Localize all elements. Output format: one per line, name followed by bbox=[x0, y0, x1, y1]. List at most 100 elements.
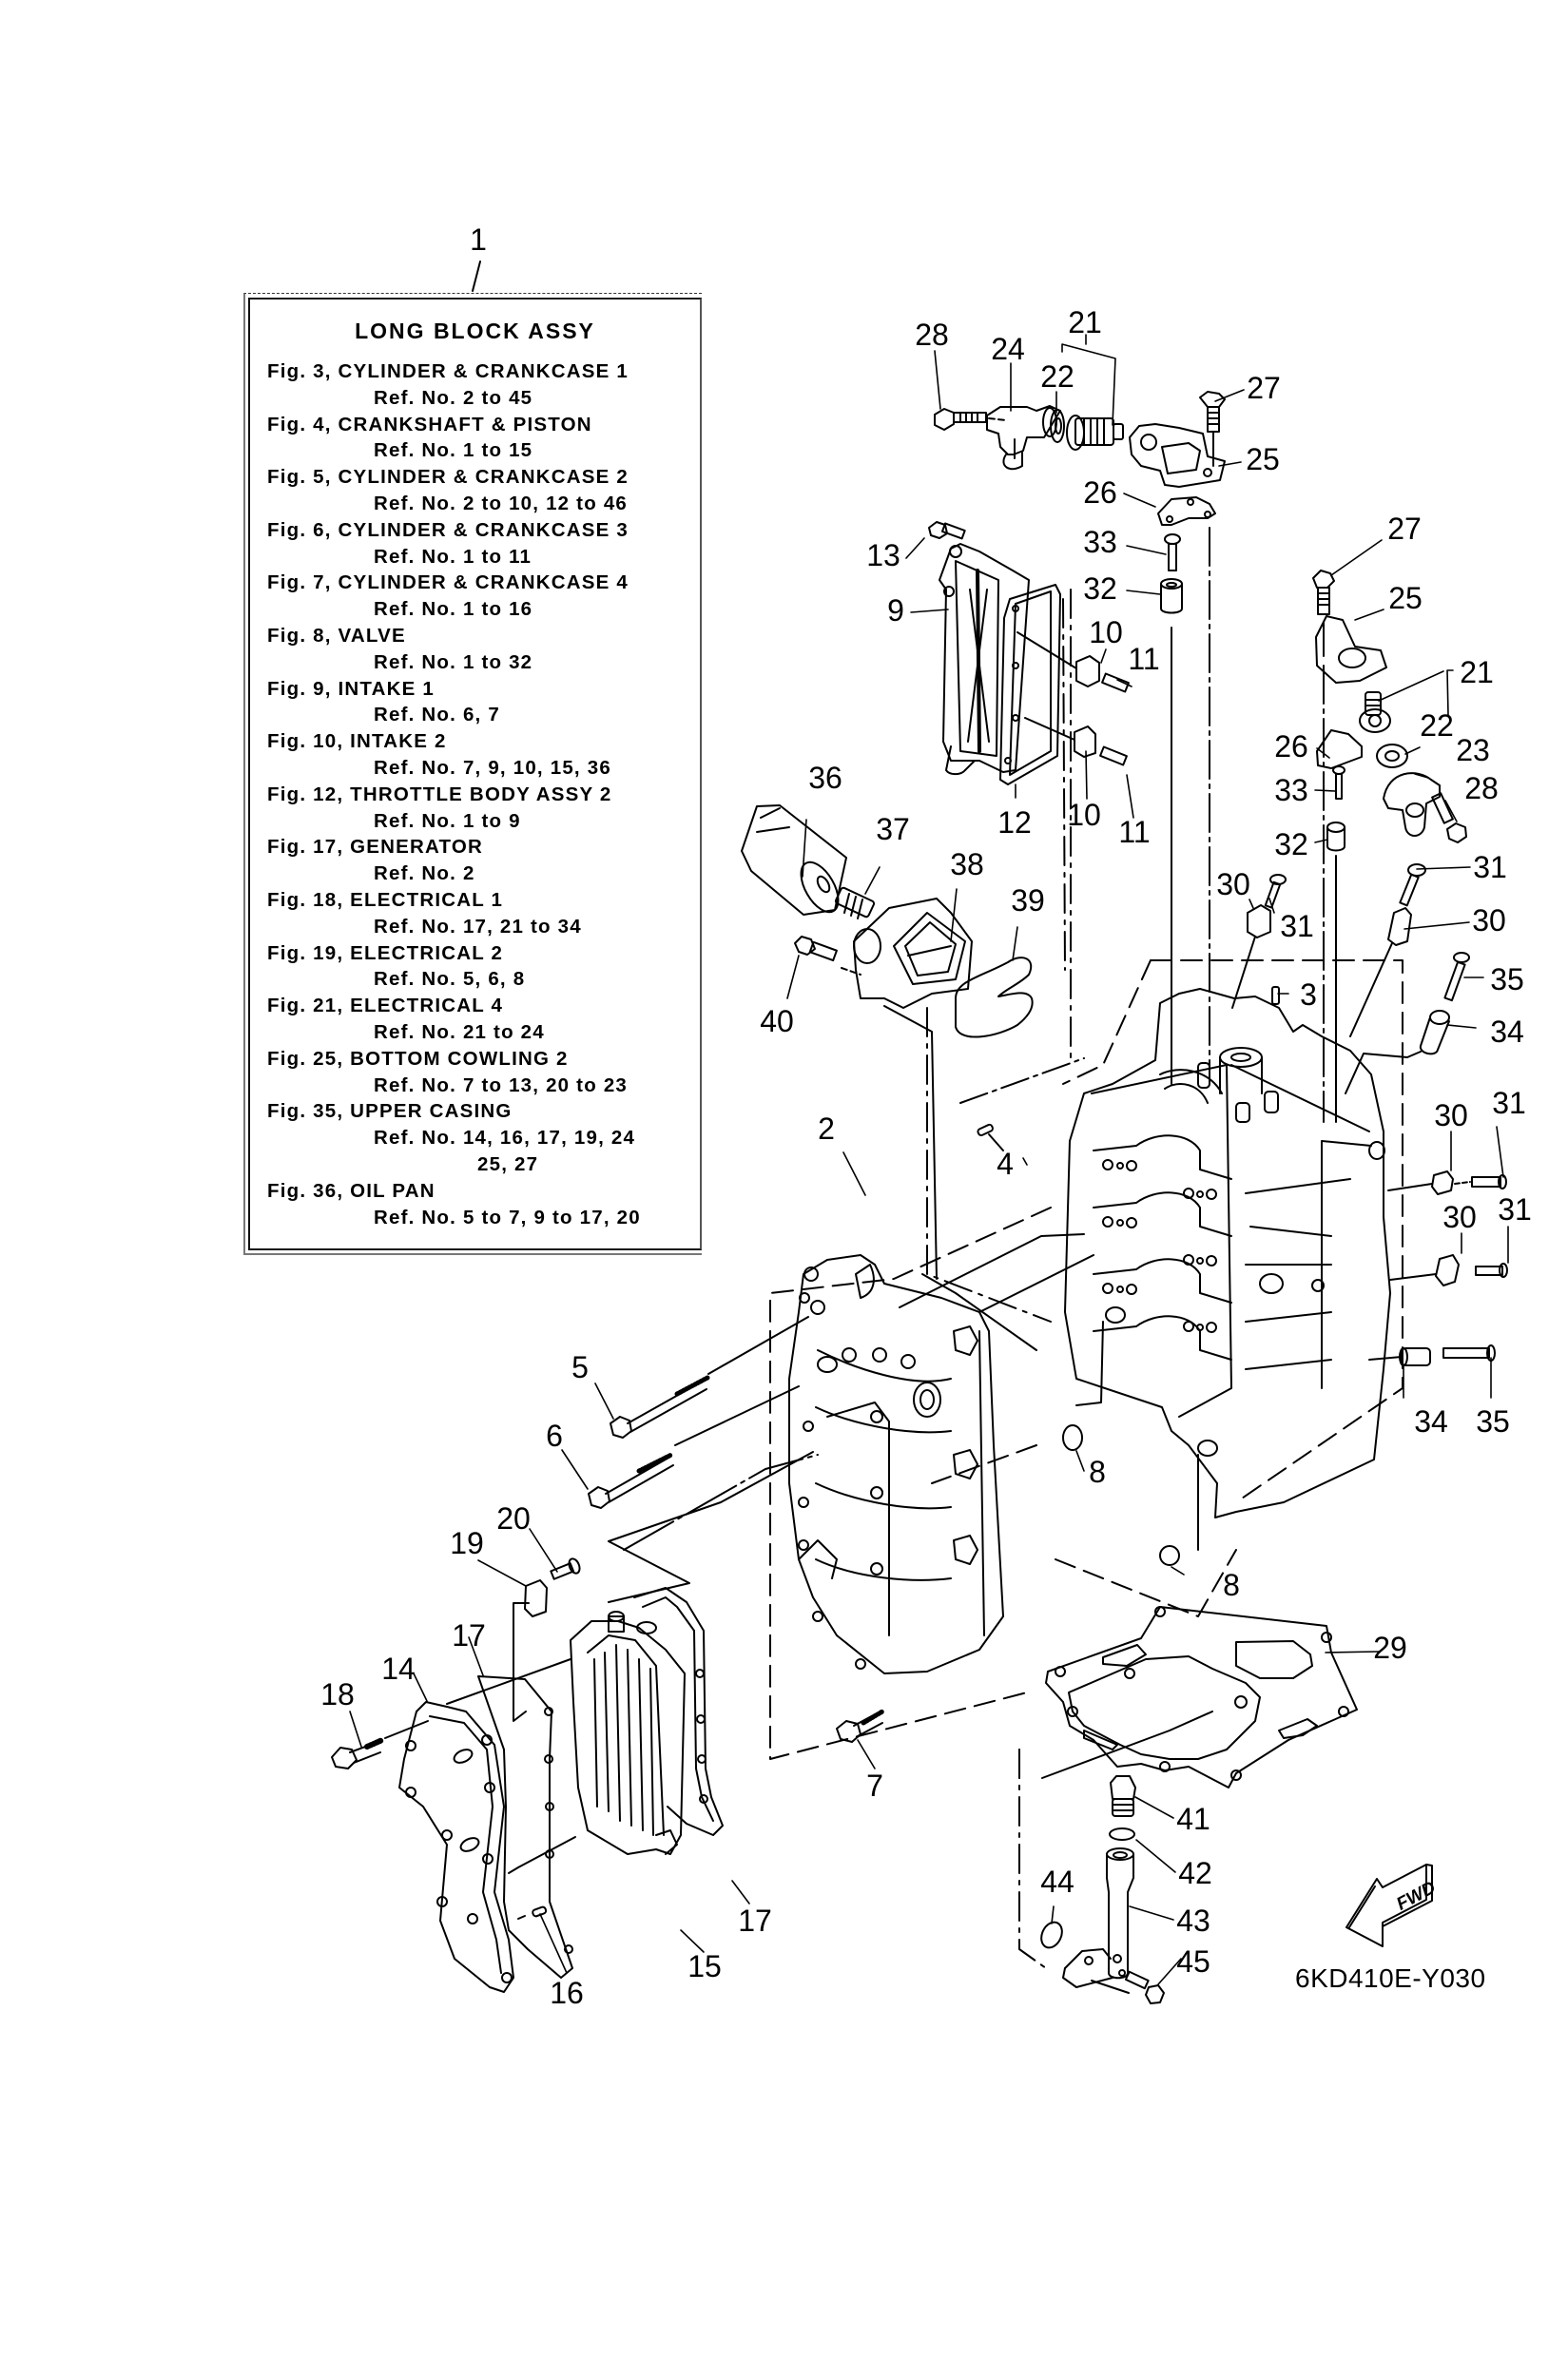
figure-ref-numbers: Ref. No. 2 bbox=[374, 862, 475, 885]
callout-21: 21 bbox=[1068, 305, 1102, 339]
seal-22-right bbox=[1376, 744, 1408, 768]
callout-34: 34 bbox=[1414, 1404, 1448, 1439]
callout-34: 34 bbox=[1490, 1015, 1524, 1049]
fwd-arrow-icon: FWD bbox=[1345, 1864, 1440, 1947]
callout-35: 35 bbox=[1490, 962, 1524, 996]
bolt-7 bbox=[836, 1709, 885, 1743]
callout-2: 2 bbox=[818, 1112, 835, 1146]
callout-30: 30 bbox=[1472, 903, 1506, 938]
screw-35-a bbox=[1443, 952, 1470, 1002]
gasket-26-top bbox=[1157, 496, 1216, 526]
figure-entry: Fig. 9, INTAKE 1 bbox=[267, 677, 436, 700]
bolt-40 bbox=[794, 936, 838, 962]
callout-45: 45 bbox=[1176, 1944, 1210, 1979]
screw-31-d bbox=[1475, 1263, 1508, 1278]
oil-pan-gasket-29 bbox=[1045, 1606, 1358, 1789]
gasket-39 bbox=[955, 957, 1034, 1038]
gasket-12 bbox=[999, 584, 1061, 785]
intake-guide bbox=[1062, 598, 1066, 971]
callout-44: 44 bbox=[1040, 1865, 1074, 1899]
figure-ref-numbers: 25, 27 bbox=[477, 1152, 539, 1175]
callout-27: 27 bbox=[1247, 371, 1281, 405]
callout-31: 31 bbox=[1498, 1192, 1532, 1227]
bolt-45 bbox=[1124, 1970, 1165, 2004]
clamp-19 bbox=[513, 1579, 548, 1722]
callout-43: 43 bbox=[1176, 1904, 1210, 1938]
callout-30: 30 bbox=[1442, 1200, 1477, 1234]
figure-entry: Fig. 19, ELECTRICAL 2 bbox=[267, 941, 504, 964]
collar-34-b bbox=[1399, 1347, 1431, 1366]
callout-37: 37 bbox=[876, 812, 910, 846]
clip-30-b bbox=[1387, 907, 1412, 946]
callout-31: 31 bbox=[1280, 909, 1314, 943]
o-ring-44 bbox=[1040, 1921, 1063, 1949]
figure-ref-numbers: Ref. No. 17, 21 to 34 bbox=[374, 915, 582, 938]
figure-entry: Fig. 5, CYLINDER & CRANKCASE 2 bbox=[267, 466, 629, 489]
callout-31: 31 bbox=[1473, 850, 1507, 884]
callout-28: 28 bbox=[915, 318, 949, 352]
figure-ref-numbers: Ref. No. 14, 16, 17, 19, 24 bbox=[374, 1127, 636, 1150]
seal-22-top bbox=[1050, 409, 1065, 443]
o-ring-8-b bbox=[1159, 1545, 1180, 1566]
callout-30: 30 bbox=[1434, 1098, 1468, 1132]
bolt-6 bbox=[588, 1452, 674, 1509]
screw-33-right bbox=[1332, 765, 1345, 800]
callout-26: 26 bbox=[1083, 475, 1117, 510]
figure-entry: Fig. 10, INTAKE 2 bbox=[267, 730, 447, 753]
small-parts-mid bbox=[977, 1123, 1180, 1566]
figure-entry: Fig. 21, ELECTRICAL 4 bbox=[267, 995, 504, 1017]
clips-right bbox=[1231, 863, 1508, 1366]
intake-cover-9 bbox=[928, 521, 1030, 776]
callout-23: 23 bbox=[1456, 733, 1490, 767]
bolt-27-top bbox=[1199, 391, 1226, 467]
callout-11: 11 bbox=[1128, 642, 1160, 676]
assembly-lines-bolts bbox=[623, 1057, 1213, 1779]
dowel-3 bbox=[1271, 986, 1280, 1005]
callout-32: 32 bbox=[1274, 827, 1308, 861]
callout-15: 15 bbox=[687, 1949, 722, 1983]
callout-24: 24 bbox=[991, 332, 1025, 366]
bolt-28-right bbox=[1431, 792, 1467, 843]
callout-27: 27 bbox=[1387, 512, 1422, 546]
callout-33: 33 bbox=[1083, 525, 1117, 559]
gasket-14 bbox=[398, 1701, 514, 1993]
callout-25: 25 bbox=[1246, 442, 1280, 476]
callout-10: 10 bbox=[1067, 798, 1101, 832]
figure-entry: Fig. 18, ELECTRICAL 1 bbox=[267, 888, 504, 911]
gasket-17-right bbox=[633, 1587, 724, 1836]
thermostat-cover-24 bbox=[986, 405, 1061, 471]
callout-1: 1 bbox=[470, 222, 487, 257]
callout-25: 25 bbox=[1388, 581, 1423, 615]
callout-13: 13 bbox=[866, 538, 900, 572]
long-block-box-frame bbox=[243, 293, 702, 1255]
dowel-4 bbox=[977, 1123, 994, 1137]
callout-3: 3 bbox=[1300, 977, 1317, 1012]
figure-entry: Fig. 6, CYLINDER & CRANKCASE 3 bbox=[267, 518, 629, 541]
cylinder-head bbox=[788, 1254, 1004, 1674]
bolt-18 bbox=[331, 1720, 429, 1769]
cover-23 bbox=[1383, 772, 1441, 837]
callout-40: 40 bbox=[760, 1004, 794, 1038]
thermostat-group-right bbox=[1312, 570, 1467, 1123]
callout-32: 32 bbox=[1083, 571, 1117, 606]
callout-28: 28 bbox=[1464, 771, 1499, 805]
callout-42: 42 bbox=[1178, 1856, 1212, 1890]
collar-34-a bbox=[1419, 1010, 1450, 1055]
callout-19: 19 bbox=[450, 1526, 484, 1560]
callout-21: 21 bbox=[1460, 655, 1494, 689]
callout-39: 39 bbox=[1011, 883, 1045, 918]
clamps-10-11 bbox=[1016, 631, 1130, 766]
exhaust-cover-15 bbox=[570, 1611, 686, 1855]
bearing-saddles bbox=[1093, 1134, 1232, 1361]
callout-36: 36 bbox=[808, 761, 842, 795]
oil-filter-group bbox=[741, 804, 1034, 1280]
exhaust-cover-group bbox=[331, 1451, 814, 1993]
callout-41: 41 bbox=[1176, 1802, 1210, 1836]
gasket-26-right bbox=[1316, 729, 1363, 769]
box-title: LONG BLOCK ASSY bbox=[355, 319, 595, 343]
guide-zigzag bbox=[608, 1451, 814, 1603]
filter-housing-38 bbox=[853, 898, 973, 1009]
crankcase-block bbox=[1064, 986, 1391, 1551]
